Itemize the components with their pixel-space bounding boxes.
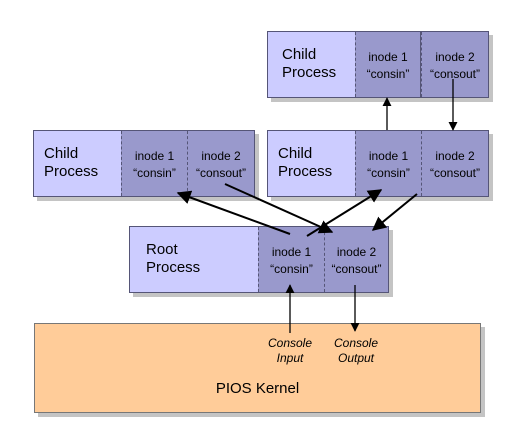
inode-name: “consout” [331,262,382,276]
inode-number: inode 1 [134,149,175,163]
child-process-left: Child Process inode 1 “consin” inode 2 “… [33,130,255,197]
child-process-top-right: Child Process inode 1 “consin” inode 2 “… [267,31,489,98]
inode-number: inode 1 [368,50,408,64]
inode-name: “consout” [429,166,481,180]
arrow-right-child-consout-to-root [371,193,418,231]
inode-2-consout: inode 2 “consout” [421,32,488,97]
inode-name: “consout” [429,67,481,81]
inode-2-consout: inode 2 “consout” [324,227,388,292]
inode-1-consin: inode 1 “consin” [121,131,187,196]
child-process-right: Child Process inode 1 “consin” inode 2 “… [267,130,489,197]
inode-1-consin: inode 1 “consin” [355,32,421,97]
pios-kernel: Console Input Console Output PIOS Kernel [34,323,481,413]
inode-name: “consin” [133,166,176,180]
inode-2-consout: inode 2 “consout” [187,131,254,196]
arrow-left-child-consout-to-root [224,183,334,234]
root-process-label: Root Process [146,241,201,276]
inode-name: “consin” [270,262,313,276]
arrow-root-consin-to-right-child [306,189,383,237]
kernel-label: PIOS Kernel [215,380,300,397]
child-process-label: Child Process [278,145,333,180]
inode-number: inode 2 [336,245,377,259]
console-output-label: Console Output [333,336,379,365]
inode-1-consin: inode 1 “consin” [258,227,324,292]
inode-number: inode 2 [435,50,475,64]
inode-number: inode 2 [201,149,241,163]
console-input-label: Console Input [267,336,313,365]
child-process-label: Child Process [282,46,337,81]
inode-number: inode 1 [368,149,409,163]
child-process-label: Child Process [44,145,99,180]
inode-name: “consin” [366,67,410,81]
inode-name: “consout” [195,166,247,180]
inode-number: inode 2 [435,149,475,163]
inode-2-consout: inode 2 “consout” [421,131,488,196]
inode-number: inode 1 [271,245,312,259]
inode-1-consin: inode 1 “consin” [355,131,421,196]
root-process: Root Process inode 1 “consin” inode 2 “c… [129,226,389,293]
inode-name: “consin” [367,166,410,180]
arrow-root-consin-to-left-child [176,190,291,235]
